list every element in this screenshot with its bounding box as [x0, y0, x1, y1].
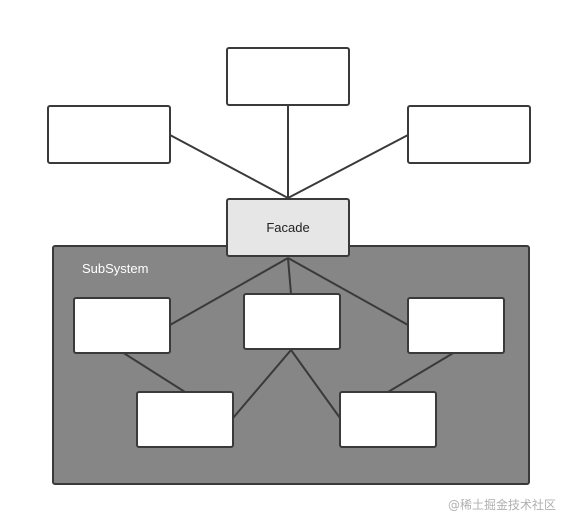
client-box-left — [47, 105, 171, 164]
subsystem-class-right — [407, 297, 505, 354]
facade-box: Facade — [226, 198, 350, 257]
connector-client-right — [287, 134, 409, 199]
subsystem-container — [52, 245, 530, 485]
watermark: @稀土掘金技术社区 — [447, 498, 556, 512]
subsystem-class-bottom-right — [339, 391, 437, 448]
subsystem-label: SubSystem — [82, 261, 149, 276]
subsystem-class-left — [73, 297, 171, 354]
client-box-top — [226, 47, 350, 106]
connector-client-left — [169, 134, 289, 199]
subsystem-class-bottom-left — [136, 391, 234, 448]
subsystem-class-center — [243, 293, 341, 350]
client-box-right — [407, 105, 531, 164]
facade-label: Facade — [266, 220, 310, 235]
